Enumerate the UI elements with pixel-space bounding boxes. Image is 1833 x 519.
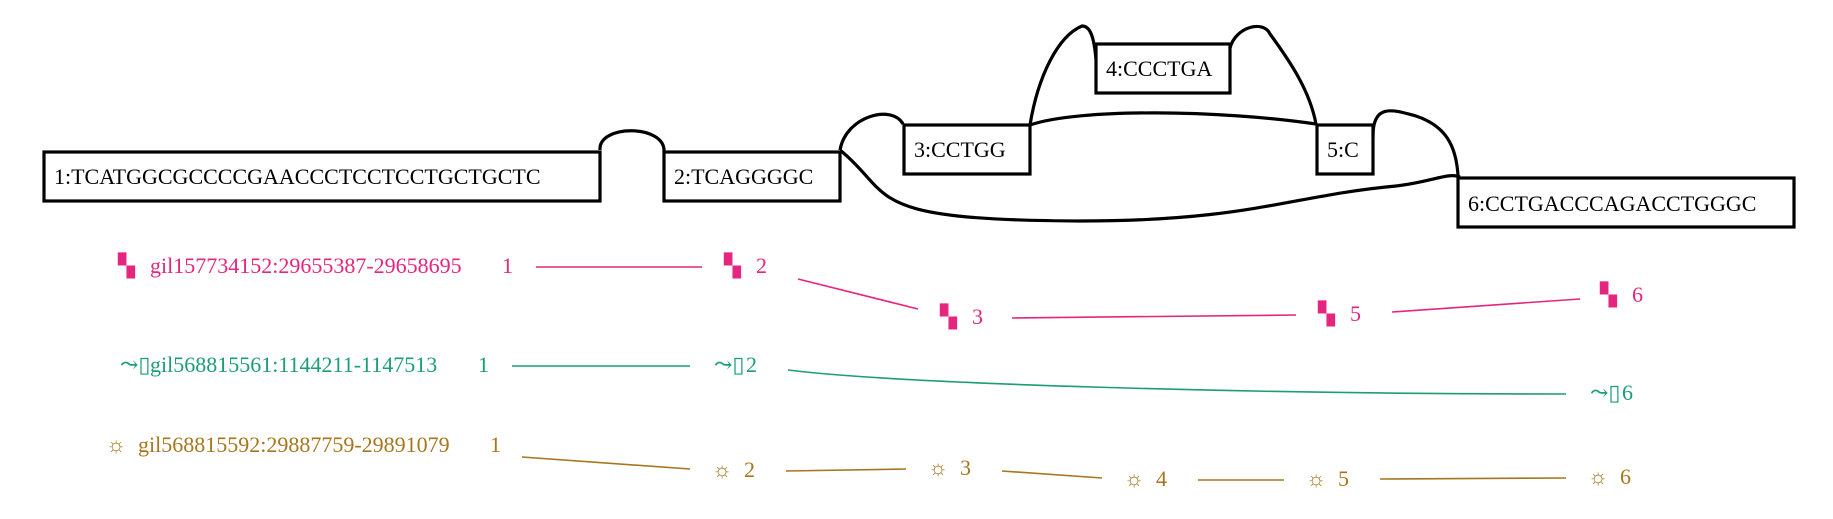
sun-icon: ☼ bbox=[106, 432, 126, 457]
path-2-name: gil568815561:1144211-1147513 bbox=[150, 352, 437, 377]
checkered-flag-icon: ▚ bbox=[117, 252, 136, 279]
path-2-node-6-label: 6 bbox=[1622, 380, 1633, 405]
path-3-node-2-label: 2 bbox=[744, 457, 755, 482]
path-track-2: ⤳▯ gil568815561:1144211-1147513 1 ⤳▯ 2 ⤳… bbox=[120, 352, 1633, 405]
path-3-link-3-4 bbox=[1001, 470, 1103, 479]
path-2-node-2-label: 2 bbox=[746, 352, 757, 377]
path-3-node-6-label: 6 bbox=[1620, 464, 1631, 489]
sun-icon: ☼ bbox=[1306, 466, 1326, 491]
sun-icon: ☼ bbox=[1124, 466, 1144, 491]
node-2-label: 2:TCAGGGGC bbox=[674, 164, 813, 189]
node-3-label: 3:CCTGG bbox=[914, 137, 1006, 162]
node-5-label: 5:C bbox=[1327, 137, 1359, 162]
edge-3-5 bbox=[1029, 111, 1317, 127]
checkered-flag-icon: ▚ bbox=[723, 252, 742, 279]
path-track-3: ☼ gil568815592:29887759-29891079 1 ☼ 2 ☼… bbox=[106, 432, 1631, 491]
graph-edges bbox=[598, 24, 1461, 223]
path-2-link-2-6 bbox=[787, 369, 1567, 395]
path-2-node-1-label: 1 bbox=[478, 352, 489, 377]
node-5: 5:C bbox=[1315, 123, 1375, 176]
edge-2-3 bbox=[838, 112, 905, 151]
path-1-link-3-5 bbox=[1011, 314, 1297, 319]
path-1-node-3-label: 3 bbox=[972, 304, 983, 329]
path-1-link-2-3 bbox=[797, 278, 919, 310]
path-3-node-4-label: 4 bbox=[1156, 466, 1167, 491]
path-1-node-5-label: 5 bbox=[1350, 301, 1361, 326]
path-3-node-3-label: 3 bbox=[960, 455, 971, 480]
path-3-link-5-6 bbox=[1379, 477, 1567, 480]
path-1-node-1-label: 1 bbox=[502, 253, 513, 278]
node-4: 4:CCCTGA bbox=[1094, 42, 1232, 95]
edge-3-4 bbox=[1028, 24, 1098, 126]
edge-2-6 bbox=[838, 148, 1461, 223]
mouse-icon: ⤳▯ bbox=[120, 352, 151, 377]
edge-4-5 bbox=[1228, 24, 1318, 125]
edge-5-6 bbox=[1371, 109, 1460, 176]
node-1-label: 1:TCATGGCGCCCCGAACCCTCCTCCTGCTGCTC bbox=[54, 164, 541, 189]
path-3-node-5-label: 5 bbox=[1338, 466, 1349, 491]
path-1-node-6-label: 6 bbox=[1632, 282, 1643, 307]
path-1-link-5-6 bbox=[1391, 298, 1581, 313]
sun-icon: ☼ bbox=[712, 457, 732, 482]
path-3-link-2-3 bbox=[785, 468, 907, 472]
path-3-name: gil568815592:29887759-29891079 bbox=[138, 432, 450, 457]
node-6-label: 6:CCTGACCCAGACCTGGGC bbox=[1468, 191, 1756, 216]
node-4-label: 4:CCCTGA bbox=[1106, 56, 1212, 81]
path-track-1: ▚ gil157734152:29655387-29658695 1 ▚ 2 ▚… bbox=[117, 252, 1643, 330]
path-3-node-1-label: 1 bbox=[490, 432, 501, 457]
node-3: 3:CCTGG bbox=[902, 123, 1032, 176]
sun-icon: ☼ bbox=[1588, 464, 1608, 489]
mouse-icon: ⤳▯ bbox=[714, 352, 745, 377]
checkered-flag-icon: ▚ bbox=[939, 303, 958, 330]
checkered-flag-icon: ▚ bbox=[1599, 281, 1618, 308]
node-2: 2:TCAGGGGC bbox=[662, 150, 842, 203]
mouse-icon: ⤳▯ bbox=[1590, 380, 1621, 405]
checkered-flag-icon: ▚ bbox=[1317, 300, 1336, 327]
node-6: 6:CCTGACCCAGACCTGGGC bbox=[1456, 176, 1796, 229]
path-1-name: gil157734152:29655387-29658695 bbox=[150, 253, 462, 278]
sun-icon: ☼ bbox=[928, 455, 948, 480]
node-1: 1:TCATGGCGCCCCGAACCCTCCTCCTGCTGCTC bbox=[42, 150, 602, 203]
path-1-node-2-label: 2 bbox=[756, 253, 767, 278]
edge-1-2 bbox=[598, 129, 666, 153]
path-3-link-1-2 bbox=[521, 456, 691, 470]
